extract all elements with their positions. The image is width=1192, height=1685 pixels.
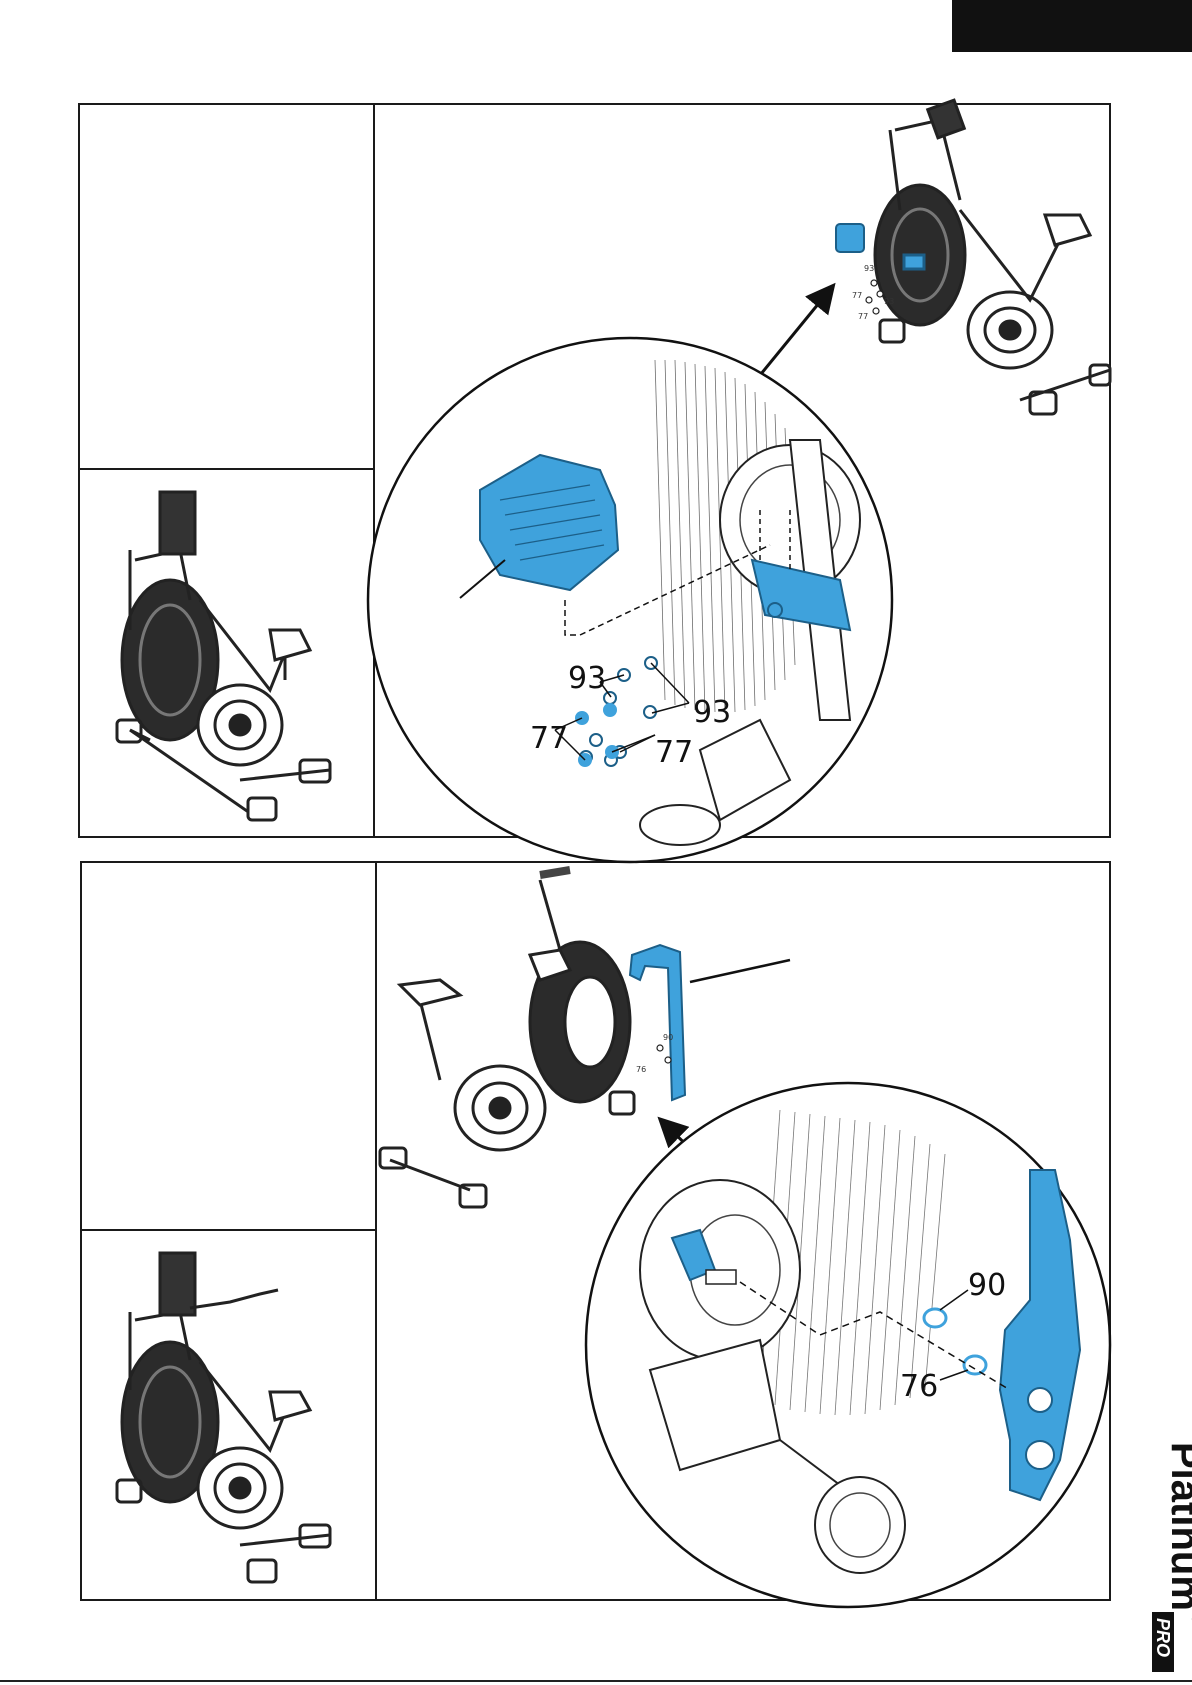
top-main-bike (875, 100, 1110, 414)
callout-93-left: 93 (568, 661, 606, 696)
top-detail-circle: 93 93 77 77 (368, 338, 892, 862)
top-detail-arrow (752, 292, 828, 385)
svg-text:77: 77 (852, 291, 862, 300)
top-small-pedal (836, 224, 864, 252)
callout-76: 76 (900, 1369, 938, 1404)
callout-90: 90 (968, 1268, 1006, 1303)
svg-text:90: 90 (663, 1033, 673, 1042)
top-preview-bike (117, 492, 330, 820)
callout-77-left: 77 (530, 721, 568, 756)
callout-93-right: 93 (693, 695, 731, 730)
svg-text:PRO: PRO (1153, 1618, 1173, 1657)
bottom-small-labels: 90 76 (636, 1033, 673, 1074)
platinum-pro-logo: Platinum ® PRO (1132, 1440, 1192, 1680)
bottom-main-bike (380, 870, 634, 1207)
svg-text:Platinum: Platinum (1163, 1442, 1192, 1611)
svg-text:76: 76 (636, 1065, 646, 1074)
bottom-detail-circle: 90 76 (586, 1083, 1110, 1607)
svg-text:77: 77 (858, 312, 868, 321)
svg-text:93: 93 (864, 264, 874, 273)
svg-text:93: 93 (884, 297, 894, 306)
footer-rule (0, 1680, 1192, 1682)
bottom-preview-bike (117, 1253, 330, 1582)
callout-77-right: 77 (655, 735, 693, 770)
bottom-small-hardware (657, 1045, 671, 1063)
bottom-arm-leader (690, 960, 790, 982)
bottom-handle-arm (630, 945, 685, 1100)
